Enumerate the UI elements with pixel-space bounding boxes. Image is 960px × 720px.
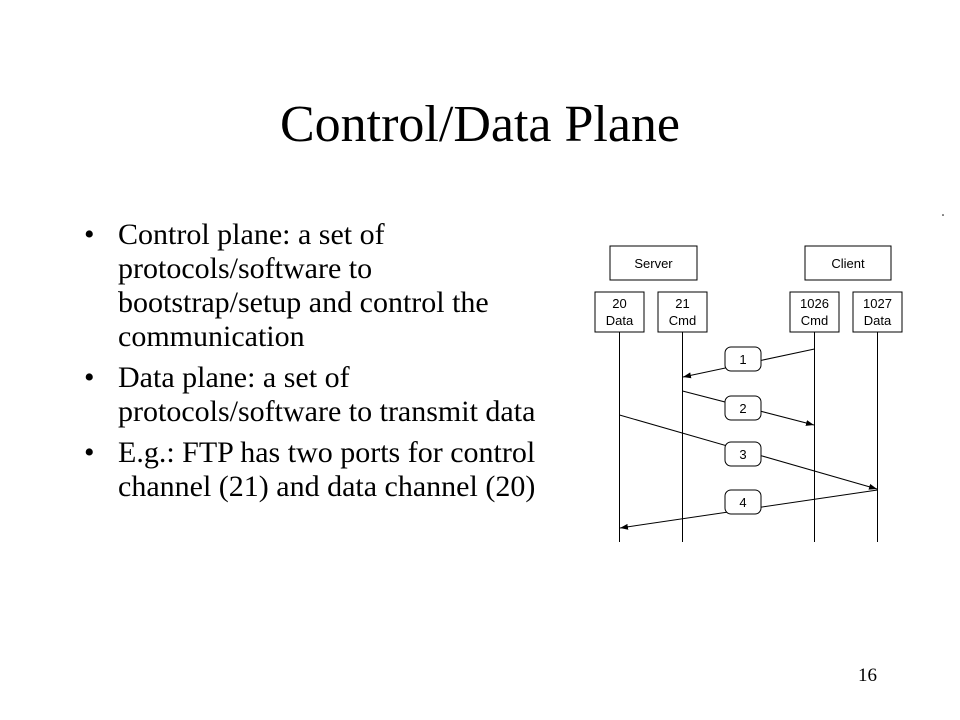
step-label-2: 2 xyxy=(724,395,762,421)
port-label: Cmd xyxy=(669,313,696,328)
port-label: Cmd xyxy=(801,313,828,328)
bullet-item-data-plane: • Data plane: a set of protocols/software… xyxy=(78,361,548,429)
port-number: 1026 xyxy=(800,296,829,311)
step-label-4: 4 xyxy=(724,489,762,515)
bullet-text: Control plane: a set of protocols/softwa… xyxy=(118,218,489,353)
client-label: Client xyxy=(831,256,865,271)
ftp-sequence-diagram: Server Client 20 Data 21 Cmd 1026 Cmd 10… xyxy=(594,214,944,542)
bullet-dot-icon: • xyxy=(84,436,95,469)
bullet-item-ftp-example: • E.g.: FTP has two ports for control cha… xyxy=(78,436,548,504)
client-box: Client xyxy=(804,245,892,281)
port-box-1026-cmd: 1026 Cmd xyxy=(789,291,840,333)
port-label: Data xyxy=(864,313,892,328)
port-number: 21 xyxy=(675,296,689,311)
step-label-3: 3 xyxy=(724,441,762,467)
step-number: 1 xyxy=(739,352,746,367)
server-label: Server xyxy=(634,256,673,271)
page-number: 16 xyxy=(858,665,877,686)
server-box: Server xyxy=(609,245,698,281)
port-label: Data xyxy=(606,313,634,328)
bullet-text: Data plane: a set of protocols/software … xyxy=(118,361,536,428)
step-number: 4 xyxy=(739,495,746,510)
bullet-dot-icon: • xyxy=(84,361,95,394)
port-box-20-data: 20 Data xyxy=(594,291,645,333)
bullet-text: E.g.: FTP has two ports for control chan… xyxy=(118,436,536,503)
port-box-21-cmd: 21 Cmd xyxy=(657,291,708,333)
port-number: 1027 xyxy=(863,296,892,311)
port-number: 20 xyxy=(612,296,626,311)
slide-title: Control/Data Plane xyxy=(279,96,681,153)
bullet-list: • Control plane: a set of protocols/softw… xyxy=(78,218,548,511)
bullet-item-control-plane: • Control plane: a set of protocols/softw… xyxy=(78,218,548,354)
decorative-dot xyxy=(942,214,944,216)
bullet-dot-icon: • xyxy=(84,218,95,251)
step-label-1: 1 xyxy=(724,346,762,372)
port-box-1027-data: 1027 Data xyxy=(852,291,903,333)
step-number: 3 xyxy=(739,447,746,462)
step-number: 2 xyxy=(739,401,746,416)
